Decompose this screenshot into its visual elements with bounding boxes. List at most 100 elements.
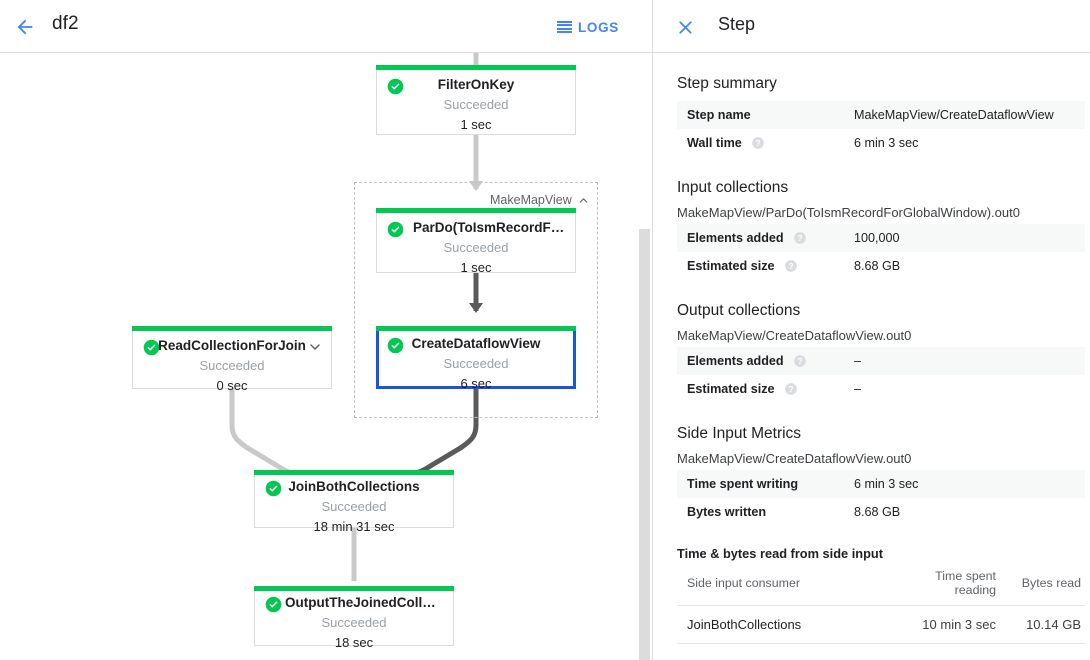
cell-consumer: JoinBothCollections (677, 605, 882, 644)
side-input-read-heading: Time & bytes read from side input (677, 546, 883, 561)
step-summary-table: Step name MakeMapView/CreateDataflowView… (677, 101, 1085, 157)
row-value: 6 min 3 sec (854, 477, 919, 491)
row-key: Estimated size (687, 382, 775, 396)
list-icon (556, 20, 572, 34)
node-title: FilterOnKey (437, 77, 515, 92)
node-title: JoinBothCollections (288, 479, 420, 494)
row-key: Bytes written (687, 505, 767, 519)
check-circle-icon (387, 78, 404, 95)
node-status-bar (254, 586, 454, 591)
node-title: ReadCollectionForJoin (158, 338, 306, 353)
table-row: Bytes written 8.68 GB (677, 498, 1085, 526)
logs-button-label: LOGS (577, 19, 619, 35)
help-icon[interactable]: ? (793, 354, 807, 368)
step-panel-header: Step (653, 0, 1090, 53)
table-header-row: Side input consumer Time spent reading B… (677, 563, 1085, 606)
node-status: Succeeded (443, 97, 509, 112)
table-row: Step name MakeMapView/CreateDataflowView (677, 101, 1085, 129)
step-panel-body: Step summary Step name MakeMapView/Creat… (653, 53, 1090, 660)
logs-button[interactable]: LOGS (556, 14, 619, 40)
help-icon[interactable]: ? (793, 231, 807, 245)
help-icon[interactable]: ? (784, 259, 798, 273)
node-status: Succeeded (321, 499, 387, 514)
job-header: df2 LOGS (0, 0, 652, 53)
node-duration: 1 sec (460, 260, 492, 275)
check-circle-icon (387, 337, 404, 354)
node-duration: 18 sec (334, 635, 374, 650)
row-value: – (854, 354, 862, 368)
svg-text:?: ? (756, 139, 761, 148)
check-circle-icon (265, 480, 282, 497)
graph-node-output-the-joined[interactable]: OutputTheJoinedCollec… Succeeded 18 sec (254, 586, 454, 650)
node-title: ParDo(ToIsmRecordFor…) (413, 220, 565, 235)
row-value: 8.68 GB (854, 259, 901, 273)
step-panel-divider (653, 52, 1090, 53)
node-status-bar (376, 65, 576, 70)
graph-scrollbar-track[interactable] (639, 54, 651, 660)
row-key: Elements added (687, 354, 784, 368)
node-status-bar (376, 208, 576, 213)
graph-node-join-both-collections[interactable]: JoinBothCollections Succeeded 18 min 31 … (254, 470, 454, 534)
side-input-collection-name: MakeMapView/CreateDataflowView.out0 (677, 451, 912, 466)
node-status: Succeeded (321, 615, 387, 630)
graph-node-create-dataflow-view[interactable]: CreateDataflowView Succeeded 6 sec (376, 326, 576, 391)
table-row: Elements added ? – (677, 347, 1085, 375)
row-key: Wall time (687, 136, 742, 150)
table-row: Elements added ? 100,000 (677, 224, 1085, 252)
help-icon[interactable]: ? (784, 382, 798, 396)
step-details-panel: Step Step summary Step name MakeMapView/… (653, 0, 1090, 660)
row-key: Estimated size (687, 259, 775, 273)
side-input-metrics-heading: Side Input Metrics (677, 425, 802, 442)
row-key: Step name (687, 108, 751, 122)
table-row: Wall time ? 6 min 3 sec (677, 129, 1085, 157)
side-input-metrics-table: Time spent writing 6 min 3 sec Bytes wri… (677, 470, 1085, 526)
chevron-up-icon[interactable] (577, 194, 590, 207)
group-makemapview-label[interactable]: MakeMapView (490, 193, 590, 207)
node-status-bar (254, 470, 454, 475)
cell-bytes: 10.14 GB (1000, 605, 1085, 644)
svg-text:?: ? (789, 385, 794, 394)
step-panel-title: Step (718, 14, 756, 34)
node-status: Succeeded (199, 358, 265, 373)
row-key: Elements added (687, 231, 784, 245)
graph-node-filter-on-key[interactable]: FilterOnKey Succeeded 1 sec (376, 65, 576, 135)
group-makemapview[interactable] (354, 182, 598, 418)
graph-node-read-collection-for-join[interactable]: ReadCollectionForJoin Succeeded 0 sec (132, 326, 332, 393)
help-icon[interactable]: ? (751, 136, 765, 150)
page-title: df2 (52, 13, 79, 34)
node-status: Succeeded (443, 240, 509, 255)
row-value: 6 min 3 sec (854, 136, 919, 150)
step-summary-heading: Step summary (677, 75, 777, 92)
side-input-read-table: Side input consumer Time spent reading B… (677, 563, 1085, 644)
svg-text:?: ? (798, 357, 803, 366)
arrow-back-icon[interactable] (8, 10, 42, 44)
job-graph-canvas[interactable]: MakeMapView FilterOnKey Succeeded 1 sec (0, 53, 652, 660)
group-label-text: MakeMapView (490, 193, 572, 207)
row-value: MakeMapView/CreateDataflowView (854, 108, 1054, 122)
input-collections-table: Elements added ? 100,000 Estimated size … (677, 224, 1085, 280)
chevron-down-icon[interactable] (307, 339, 323, 355)
node-duration: 18 min 31 sec (313, 519, 395, 534)
pane-divider (652, 0, 653, 660)
graph-scrollbar-thumb[interactable] (639, 229, 650, 660)
column-header-time: Time spent reading (882, 563, 1000, 606)
cell-time: 10 min 3 sec (882, 605, 1000, 644)
graph-node-pardo-toismrecord[interactable]: ParDo(ToIsmRecordFor…) Succeeded 1 sec (376, 208, 576, 275)
column-header-bytes: Bytes read (1000, 563, 1085, 606)
node-status-bar (376, 326, 576, 331)
svg-text:?: ? (798, 234, 803, 243)
node-status-bar (132, 326, 332, 331)
table-row: Estimated size ? – (677, 375, 1085, 403)
column-header-consumer: Side input consumer (677, 563, 882, 606)
table-row: Time spent writing 6 min 3 sec (677, 470, 1085, 498)
node-status: Succeeded (443, 356, 509, 371)
close-icon[interactable] (669, 11, 701, 43)
output-collections-table: Elements added ? – Estimated size ? (677, 347, 1085, 403)
table-row: Estimated size ? 8.68 GB (677, 252, 1085, 280)
job-graph-pane: df2 LOGS (0, 0, 652, 660)
input-collections-heading: Input collections (677, 179, 789, 196)
node-duration: 6 sec (460, 376, 492, 391)
input-collection-name: MakeMapView/ParDo(ToIsmRecordForGlobalWi… (677, 205, 1020, 220)
table-row: JoinBothCollections 10 min 3 sec 10.14 G… (677, 605, 1085, 644)
node-duration: 1 sec (460, 117, 492, 132)
